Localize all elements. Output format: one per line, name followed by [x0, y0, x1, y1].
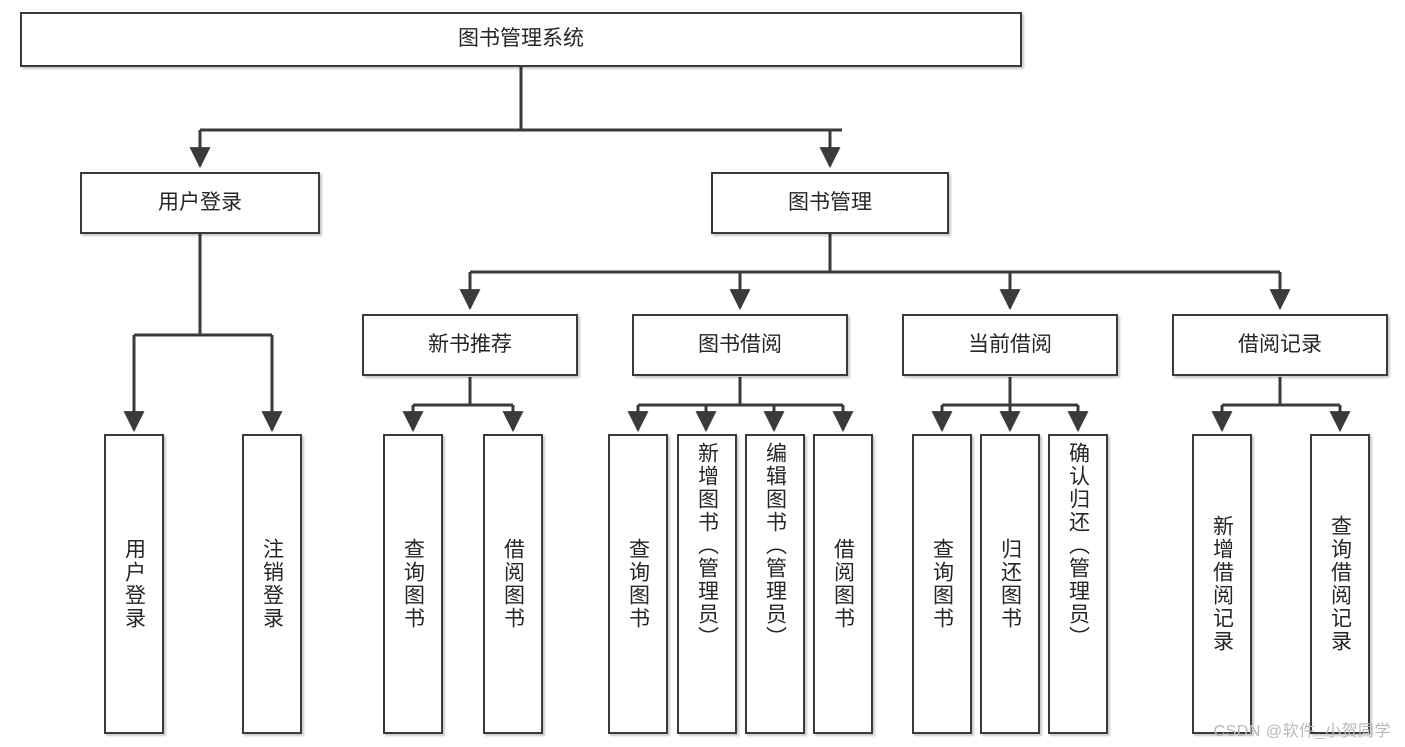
node-leaf-return-book[interactable]: 归还图书: [980, 434, 1040, 734]
node-book-management-label: 图书管理: [788, 190, 872, 214]
node-leaf-borrow-book-1-label: 借阅图书: [501, 538, 525, 630]
node-leaf-borrow-book-1[interactable]: 借阅图书: [483, 434, 543, 734]
node-user-login[interactable]: 用户登录: [80, 172, 320, 234]
node-current-borrow[interactable]: 当前借阅: [902, 314, 1118, 376]
node-leaf-query-record-label: 查询借阅记录: [1328, 515, 1352, 653]
node-user-login-label: 用户登录: [158, 190, 242, 214]
node-leaf-query-book-1-label: 查询图书: [401, 538, 425, 630]
node-leaf-borrow-book-2-label: 借阅图书: [831, 538, 855, 630]
node-leaf-edit-book-label: 编辑图书（管理员）: [763, 442, 787, 649]
node-leaf-confirm-return-label: 确认归还（管理员）: [1066, 442, 1090, 649]
node-leaf-return-book-label: 归还图书: [998, 538, 1022, 630]
node-leaf-user-logout-label: 注销登录: [260, 538, 284, 630]
node-leaf-edit-book[interactable]: 编辑图书（管理员）: [745, 434, 805, 734]
node-leaf-add-record-label: 新增借阅记录: [1210, 515, 1234, 653]
node-leaf-query-book-3-label: 查询图书: [930, 538, 954, 630]
node-borrow-record-label: 借阅记录: [1238, 332, 1322, 356]
node-book-management[interactable]: 图书管理: [711, 172, 949, 234]
node-leaf-user-login-label: 用户登录: [122, 538, 146, 630]
node-leaf-user-logout[interactable]: 注销登录: [242, 434, 302, 734]
node-leaf-query-book-2[interactable]: 查询图书: [608, 434, 668, 734]
node-borrow-record[interactable]: 借阅记录: [1172, 314, 1388, 376]
node-book-borrow[interactable]: 图书借阅: [632, 314, 848, 376]
node-new-book-recommend-label: 新书推荐: [428, 332, 512, 356]
node-leaf-add-book-label: 新增图书（管理员）: [695, 442, 719, 649]
node-leaf-borrow-book-2[interactable]: 借阅图书: [813, 434, 873, 734]
node-root-label: 图书管理系统: [458, 27, 584, 51]
node-leaf-add-record[interactable]: 新增借阅记录: [1192, 434, 1252, 734]
node-leaf-query-book-1[interactable]: 查询图书: [383, 434, 443, 734]
node-book-borrow-label: 图书借阅: [698, 332, 782, 356]
node-leaf-user-login[interactable]: 用户登录: [104, 434, 164, 734]
node-root[interactable]: 图书管理系统: [20, 12, 1022, 67]
node-leaf-query-book-2-label: 查询图书: [626, 538, 650, 630]
node-current-borrow-label: 当前借阅: [968, 332, 1052, 356]
node-leaf-confirm-return[interactable]: 确认归还（管理员）: [1048, 434, 1108, 734]
node-leaf-query-book-3[interactable]: 查询图书: [912, 434, 972, 734]
node-leaf-query-record[interactable]: 查询借阅记录: [1310, 434, 1370, 734]
node-new-book-recommend[interactable]: 新书推荐: [362, 314, 578, 376]
watermark-text: CSDN @软件_小贺同学: [1213, 723, 1391, 740]
node-leaf-add-book[interactable]: 新增图书（管理员）: [677, 434, 737, 734]
